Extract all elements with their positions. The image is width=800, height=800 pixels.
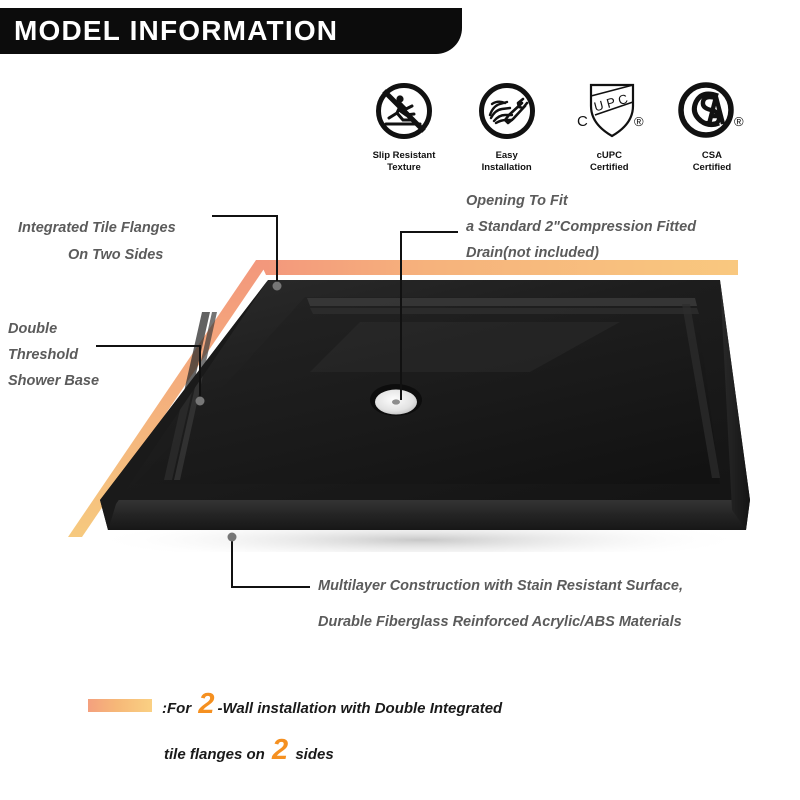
annotation-integrated-tile-flanges: Integrated Tile Flanges On Two Sides bbox=[18, 188, 176, 296]
annotation-line: Integrated Tile Flanges bbox=[18, 220, 176, 236]
legend-row-1-text: :For 2 -Wall installation with Double In… bbox=[162, 688, 503, 720]
badge-caption: cUPC Certified bbox=[590, 150, 629, 173]
legend-prefix: tile flanges on bbox=[164, 746, 270, 763]
annotation-line: On Two Sides bbox=[68, 247, 164, 263]
legend-row-2: tile flanges on 2 sides bbox=[88, 734, 728, 766]
header-banner: MODEL INFORMATION bbox=[0, 8, 462, 54]
shield-left-mark: C bbox=[577, 113, 588, 130]
legend-prefix: :For bbox=[162, 700, 196, 717]
legend-row-1: :For 2 -Wall installation with Double In… bbox=[88, 688, 728, 720]
easy-installation-icon bbox=[478, 76, 536, 146]
orange-flange-swatch bbox=[88, 698, 152, 712]
certification-badges: Slip Resistant Texture Easy Installation bbox=[358, 76, 758, 173]
annotation-multilayer-construction: Multilayer Construction with Stain Resis… bbox=[318, 578, 683, 630]
integrated-tile-flange-top bbox=[259, 260, 738, 275]
drain-opening bbox=[370, 384, 422, 416]
integrated-tile-flange-left bbox=[68, 260, 270, 537]
shower-base-illustration bbox=[60, 252, 750, 562]
badge-caption: CSA Certified bbox=[692, 150, 732, 173]
badge-cupc: U P C C ® cUPC Certified bbox=[563, 76, 655, 173]
legend-sides-count: 2 bbox=[272, 734, 289, 766]
slip-resistant-icon bbox=[375, 76, 433, 146]
shower-base-right-face bbox=[720, 280, 750, 530]
threshold-ridge-right bbox=[682, 304, 720, 478]
csa-icon: ® bbox=[676, 76, 748, 146]
shield-right-mark: ® bbox=[634, 114, 644, 129]
badge-caption: Slip Resistant Texture bbox=[372, 150, 436, 173]
cupc-shield-icon: U P C C ® bbox=[571, 76, 647, 146]
page-title: MODEL INFORMATION bbox=[14, 15, 339, 46]
annotation-drain-opening: Opening To Fit a Standard 2"Compression … bbox=[466, 193, 697, 261]
badge-caption: Easy Installation bbox=[481, 150, 532, 173]
annotation-double-threshold: Double Threshold Shower Base bbox=[8, 321, 100, 389]
legend-suffix: -Wall installation with Double Integrate… bbox=[217, 700, 503, 717]
legend-suffix: sides bbox=[291, 746, 334, 763]
shower-base-front-face bbox=[100, 500, 750, 530]
rim-highlight-top bbox=[307, 298, 697, 306]
badge-csa: ® CSA Certified bbox=[666, 76, 758, 173]
legend-wall-count: 2 bbox=[198, 688, 215, 720]
installation-legend: :For 2 -Wall installation with Double In… bbox=[88, 688, 728, 766]
registered-mark: ® bbox=[734, 114, 744, 129]
rim-highlight-top-2 bbox=[310, 308, 699, 314]
badge-easy-installation: Easy Installation bbox=[461, 76, 553, 173]
badge-slip-resistant: Slip Resistant Texture bbox=[358, 76, 450, 173]
